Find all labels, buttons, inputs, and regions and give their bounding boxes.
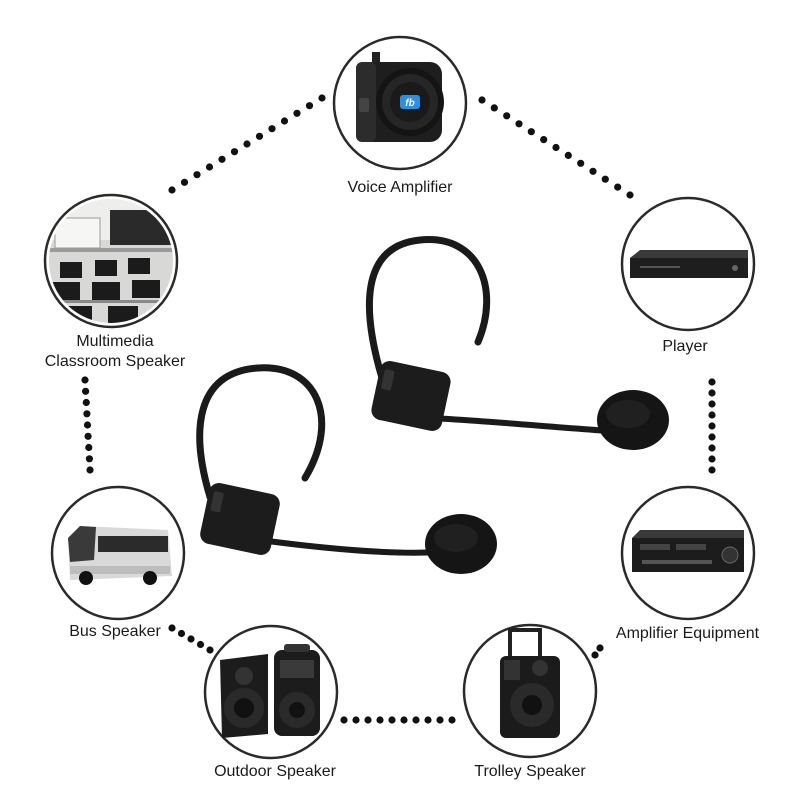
connector-dot — [83, 410, 91, 418]
connector-dot — [708, 422, 716, 430]
headset-mic-body-back — [371, 361, 669, 450]
classroom-speaker-label: Multimedia Classroom Speaker — [20, 332, 210, 372]
connector-dot — [318, 94, 326, 102]
connector-dot — [82, 387, 90, 395]
connector-dot — [591, 651, 599, 659]
connector-dot — [376, 716, 384, 724]
connector-dot — [436, 716, 444, 724]
connector-dot — [255, 132, 264, 140]
connector-dot — [177, 629, 186, 638]
connector-dot — [85, 455, 93, 463]
connector-dot — [280, 117, 289, 125]
connector-dot — [168, 186, 176, 194]
connector-dot — [352, 716, 360, 724]
connector-dot — [708, 378, 716, 386]
connector-dot — [187, 635, 195, 643]
connector-dot — [708, 411, 716, 419]
connector-dot — [388, 716, 396, 724]
connector-dot — [305, 102, 314, 110]
connector-dot — [86, 466, 94, 474]
dotted-connectors — [81, 94, 716, 724]
connector-dot — [490, 104, 498, 112]
connector-dot — [206, 646, 214, 654]
trolley-speaker-node — [462, 623, 598, 759]
connector-dot — [577, 159, 585, 167]
connector-dot — [364, 716, 372, 724]
amplifier-icon — [632, 530, 744, 572]
connector-dot — [515, 120, 523, 128]
outdoor-speaker-label: Outdoor Speaker — [214, 763, 336, 780]
media-player-icon — [630, 250, 748, 278]
bus-icon — [68, 526, 172, 585]
connector-dot — [83, 421, 92, 429]
connector-dot — [478, 96, 486, 104]
connector-dot — [85, 443, 93, 452]
connector-dot — [81, 376, 89, 384]
connector-dot — [503, 112, 511, 120]
connector-dot — [424, 716, 432, 724]
connector-dot — [708, 455, 716, 463]
amplifier-equipment-label: Amplifier Equipment — [615, 625, 760, 642]
connector-dot — [400, 716, 408, 724]
connector-dot — [708, 389, 716, 397]
connector-dot — [626, 191, 634, 199]
connector-dot — [708, 433, 716, 441]
connector-dot — [448, 716, 456, 724]
connector-dot — [218, 155, 226, 163]
classroom-node — [43, 193, 179, 329]
connector-dot — [412, 716, 420, 724]
classroom-label-line1: Multimedia — [76, 333, 154, 350]
player-label: Player — [662, 338, 708, 355]
outdoor-speaker-node — [203, 624, 339, 760]
connector-dot — [614, 183, 622, 191]
connector-dot — [205, 163, 214, 171]
player-node — [620, 196, 756, 332]
connector-dot — [540, 136, 548, 144]
voice-amplifier-label: Voice Amplifier — [347, 179, 453, 196]
connector-dot — [180, 178, 189, 186]
connector-dot — [243, 140, 251, 148]
connector-dot — [268, 125, 276, 133]
amplifier-node — [620, 485, 756, 621]
connector-dot — [196, 640, 205, 649]
connector-dot — [596, 644, 604, 652]
connector-dot — [708, 466, 716, 474]
connector-dot — [340, 716, 348, 724]
headset-microphone-front — [196, 364, 443, 556]
outdoor-speaker-icon — [220, 644, 320, 738]
svg-text:fb: fb — [405, 98, 414, 109]
bus-speaker-label: Bus Speaker — [69, 623, 161, 640]
connector-dot — [82, 398, 90, 407]
bus-node — [50, 485, 186, 621]
connector-dot — [601, 175, 609, 183]
trolley-speaker-label: Trolley Speaker — [474, 763, 586, 780]
connector-dot — [230, 148, 239, 156]
connector-dot — [552, 143, 560, 152]
connector-dot — [84, 432, 92, 440]
voice-amplifier-icon: fb — [356, 52, 444, 142]
connector-dot — [193, 171, 201, 179]
trolley-speaker-icon — [500, 628, 560, 738]
connector-dot — [168, 624, 176, 632]
voice-amplifier-node: fb — [332, 35, 468, 171]
headset-mic-body-front — [200, 483, 497, 574]
connector-dot — [708, 444, 716, 452]
connector-dot — [564, 151, 572, 159]
connector-dot — [293, 109, 301, 117]
classroom-label-line2: Classroom Speaker — [44, 353, 186, 370]
classroom-icon — [49, 199, 173, 323]
connector-dot — [589, 167, 597, 175]
connector-dot — [527, 128, 535, 136]
connector-dot — [708, 400, 716, 408]
